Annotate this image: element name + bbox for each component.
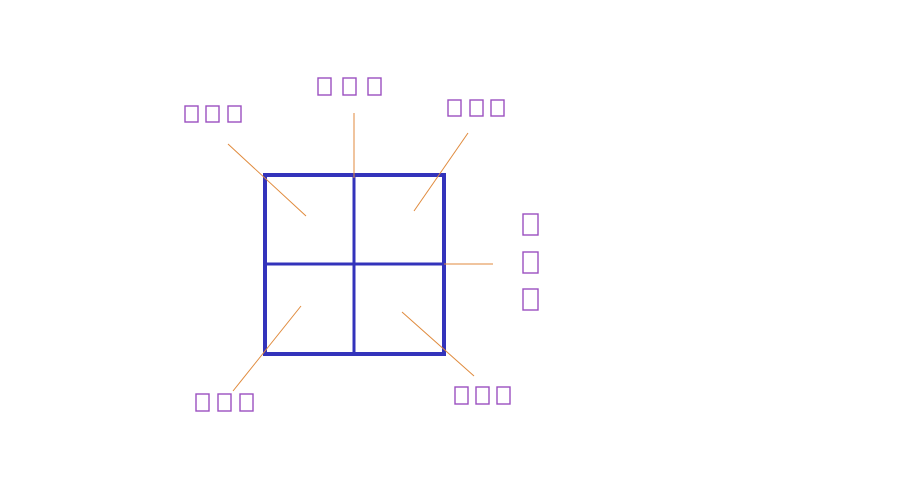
label-bottom-left-glyph-1 (195, 393, 210, 412)
label-top-left-glyph-3 (227, 105, 242, 123)
label-top-glyph-2 (342, 77, 357, 96)
label-top-left: □□□ (184, 105, 242, 123)
label-top-right-glyph-3 (490, 99, 505, 117)
label-bottom-right-glyph-3 (496, 386, 511, 405)
leader-lines (227, 113, 493, 392)
label-top-right-glyph-2 (469, 99, 484, 117)
grid-square (263, 173, 446, 356)
label-right-glyph-2 (522, 251, 539, 274)
label-top-left-glyph-1 (184, 105, 199, 123)
labels: □□□ □□□ □□□ □□□ (184, 77, 539, 412)
label-top-right: □□□ (447, 99, 505, 117)
leader-line-top-right (413, 132, 469, 212)
label-bottom-left-glyph-2 (217, 393, 232, 412)
label-bottom-left-glyph-3 (239, 393, 254, 412)
label-top-right-glyph-1 (447, 99, 462, 117)
leader-line-bottom-right (401, 311, 475, 377)
label-right: □□□ (522, 213, 539, 311)
label-right-glyph-1 (522, 213, 539, 236)
label-bottom-right-glyph-1 (454, 386, 469, 405)
label-bottom-right: □□□ (454, 386, 511, 405)
label-top: □□□ (317, 77, 382, 96)
label-bottom-right-glyph-2 (475, 386, 490, 405)
leader-line-bottom-left (232, 305, 302, 392)
label-top-glyph-3 (367, 77, 382, 96)
label-bottom-left: □□□ (195, 393, 254, 412)
label-top-left-glyph-2 (205, 105, 220, 123)
label-top-glyph-1 (317, 77, 332, 96)
leader-line-top-left (227, 143, 307, 217)
label-right-glyph-3 (522, 288, 539, 311)
